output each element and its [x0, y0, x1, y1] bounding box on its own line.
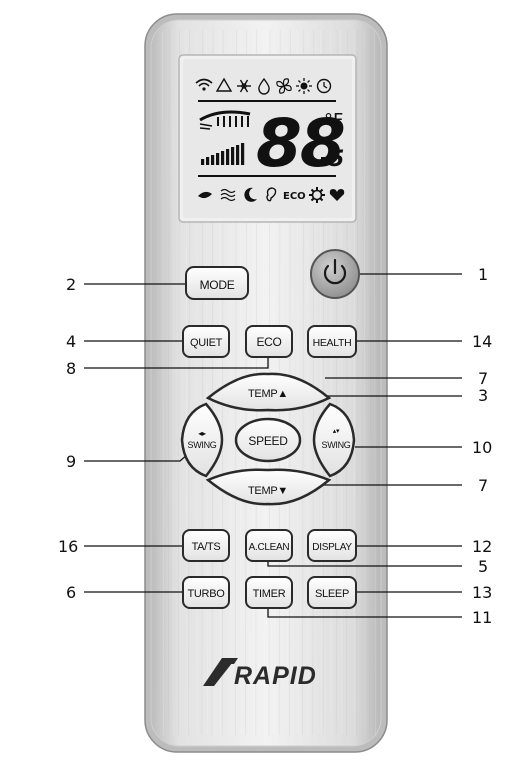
- temp-up-label: TEMP▲: [248, 388, 288, 400]
- louver-icon: [199, 110, 251, 130]
- callout-1: 1: [478, 265, 488, 284]
- timer-label: TIMER: [253, 588, 286, 600]
- sun-icon: [296, 78, 312, 94]
- eco-text: ECO: [283, 191, 306, 202]
- callout-12: 12: [472, 537, 492, 556]
- callout-5: 5: [478, 557, 488, 576]
- health-button[interactable]: HEALTH: [307, 325, 357, 358]
- callout-7-bottom: 7: [478, 476, 488, 495]
- swing-right-arrows-icon: ▴▾: [333, 428, 340, 435]
- callout-2: 2: [66, 275, 76, 294]
- quiet-label: QUIET: [190, 337, 223, 349]
- sleep-label: SLEEP: [315, 588, 349, 600]
- display-button[interactable]: DISPLAY: [307, 529, 357, 562]
- speed-bar: [211, 155, 215, 165]
- tats-button[interactable]: TA/TS: [182, 529, 230, 562]
- aclean-button[interactable]: A.CLEAN: [245, 529, 293, 562]
- speed-bar: [231, 147, 235, 165]
- speed-bar: [216, 153, 220, 165]
- timer-button[interactable]: TIMER: [245, 576, 293, 609]
- mode-label: MODE: [200, 278, 235, 292]
- ear-icon: [266, 187, 277, 202]
- swing-left-arrows-icon: ◂▸: [198, 429, 206, 438]
- power-button[interactable]: [310, 249, 360, 299]
- swing-left-button[interactable]: ◂▸ SWING: [180, 402, 224, 478]
- callout-8: 8: [66, 359, 76, 378]
- callout-16: 16: [58, 537, 78, 556]
- speed-button[interactable]: SPEED: [234, 417, 302, 463]
- brand-name: RAPID: [234, 662, 317, 690]
- fan-speed-bars: [201, 143, 245, 165]
- speed-bar: [221, 151, 225, 165]
- turbo-button[interactable]: TURBO: [182, 576, 230, 609]
- swing-left-label: SWING: [188, 440, 217, 450]
- callout-6: 6: [66, 583, 76, 602]
- lcd-unit-sub: 5: [329, 147, 344, 172]
- callout-14: 14: [472, 332, 492, 351]
- snowflake-icon: [237, 79, 251, 93]
- aclean-label: A.CLEAN: [249, 542, 290, 553]
- turbo-label: TURBO: [187, 588, 225, 600]
- wave-icon: [220, 188, 236, 202]
- mode-button[interactable]: MODE: [185, 266, 249, 300]
- callout-4: 4: [66, 332, 76, 351]
- swing-right-button[interactable]: ▴▾ SWING: [312, 402, 356, 478]
- drop-icon: [258, 77, 270, 95]
- callout-11: 11: [472, 608, 492, 627]
- lcd-decimal-point: [321, 157, 325, 161]
- brushed-streak: [167, 29, 170, 736]
- brushed-streak: [162, 29, 164, 736]
- leaf-icon: [198, 191, 212, 199]
- brushed-streak: [154, 29, 157, 736]
- callout-9: 9: [66, 452, 76, 471]
- callout-7-top: 7: [478, 369, 488, 388]
- lcd-display: 88 °F 5 ECO: [178, 54, 357, 223]
- callout-numbers: 1 2 3 4 5 6 7 7 8 9 10 11 12 13 14 16: [58, 265, 492, 627]
- heart-icon: [329, 189, 345, 201]
- eco-button[interactable]: ECO: [245, 325, 293, 358]
- brand-mark-stripe: [220, 658, 238, 664]
- callout-3: 3: [478, 386, 488, 405]
- temp-down-label: TEMP▼: [248, 485, 288, 497]
- speed-bar: [241, 143, 245, 165]
- eco-label: ECO: [256, 335, 281, 349]
- speed-bar: [236, 145, 240, 165]
- moon-icon: [244, 187, 257, 202]
- clock-icon: [316, 78, 332, 94]
- speed-bar: [206, 157, 210, 165]
- fan-icon: [276, 78, 292, 94]
- display-label: DISPLAY: [312, 542, 352, 553]
- temp-down-button[interactable]: TEMP▼: [205, 468, 332, 506]
- swing-right-label: SWING: [322, 440, 351, 450]
- brand-logo: RAPID: [203, 658, 317, 690]
- sleep-button[interactable]: SLEEP: [307, 576, 357, 609]
- power-icon: [323, 258, 347, 285]
- quiet-button[interactable]: QUIET: [182, 325, 230, 358]
- brushed-streak: [172, 29, 175, 736]
- temp-up-button[interactable]: TEMP▲: [205, 372, 332, 412]
- tats-label: TA/TS: [192, 541, 221, 553]
- triangle-icon: [215, 77, 233, 92]
- gear-icon: [309, 187, 325, 203]
- lcd-unit: °F: [324, 110, 343, 131]
- speed-bar: [226, 149, 230, 165]
- health-label: HEALTH: [313, 337, 352, 349]
- brand-mark-icon: [203, 658, 236, 686]
- speed-label: SPEED: [248, 434, 288, 448]
- speed-bar: [201, 159, 205, 165]
- wifi-icon: [195, 78, 213, 91]
- callout-13: 13: [472, 583, 492, 602]
- lcd-digits: 88: [256, 105, 344, 182]
- callout-10: 10: [472, 438, 492, 457]
